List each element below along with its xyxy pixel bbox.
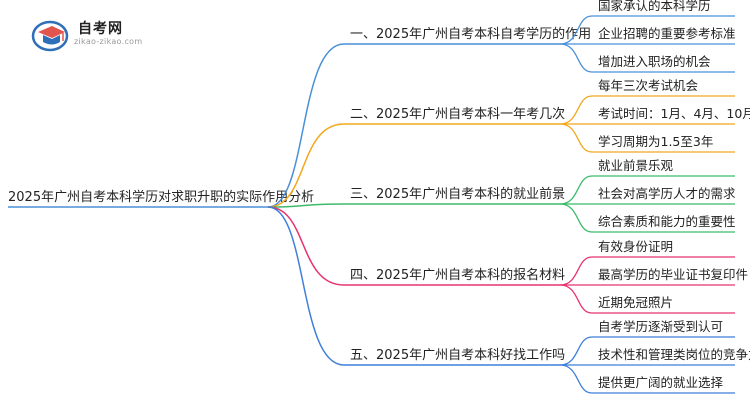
leaf-node-label: 社会对高学历人才的需求 [598, 186, 736, 201]
leaf-node-label: 每年三次考试机会 [598, 78, 699, 93]
logo-title: 自考网 [78, 21, 123, 37]
leaf-connector [559, 123, 593, 153]
logo-url: zikao-zikao.com [74, 37, 143, 46]
leaf-connector [559, 175, 593, 205]
branch-connector [267, 203, 345, 208]
site-logo[interactable]: 自考网 zikao-zikao.com [30, 18, 160, 52]
leaf-node-label: 国家承认的本科学历 [598, 0, 711, 13]
leaf-node-label: 最高学历的毕业证书复印件 [598, 267, 748, 282]
branch-node-label: 五、2025年广州自考本科好找工作吗 [350, 348, 565, 363]
leaf-connector [559, 203, 593, 233]
branch-connector [267, 206, 345, 366]
leaf-node-label: 提供更广阔的就业选择 [598, 375, 724, 390]
leaf-connector [559, 364, 593, 394]
leaf-node-label: 增加进入职场的机会 [598, 54, 711, 69]
leaf-connector [559, 256, 593, 286]
leaf-connector [559, 284, 593, 314]
branch-node-label: 四、2025年广州自考本科的报名材料 [350, 267, 565, 283]
leaf-connector [559, 15, 593, 45]
leaf-node-label: 就业前景乐观 [598, 158, 674, 173]
leaf-connector [559, 336, 593, 366]
branch-node-label: 一、2025年广州自考本科自考学历的作用 [350, 26, 591, 42]
leaf-node-label: 学习周期为1.5至3年 [598, 134, 713, 149]
leaf-connector [559, 43, 593, 73]
branch-connector [267, 206, 345, 286]
root-node-label: 2025年广州自考本科学历对求职升职的实际作用分析 [8, 189, 314, 205]
leaf-connector [559, 95, 593, 125]
graduation-cap-icon [31, 20, 69, 52]
leaf-node-label: 近期免冠照片 [598, 295, 673, 310]
leaf-node-label: 考试时间：1月、4月、10月 [598, 106, 750, 121]
branch-node-label: 三、2025年广州自考本科的就业前景 [350, 186, 565, 202]
leaf-node-label: 企业招聘的重要参考标准 [598, 26, 736, 41]
leaf-node-label: 综合素质和能力的重要性 [598, 214, 736, 229]
branch-node-label: 二、2025年广州自考本科一年考几次 [350, 106, 565, 122]
leaf-node-label: 自考学历逐渐受到认可 [598, 319, 723, 334]
branch-connector [267, 123, 345, 208]
leaf-node-label: 有效身份证明 [598, 239, 673, 254]
branch-connector [267, 43, 345, 208]
leaf-node-label: 技术性和管理类岗位的竞争力 [598, 347, 750, 362]
